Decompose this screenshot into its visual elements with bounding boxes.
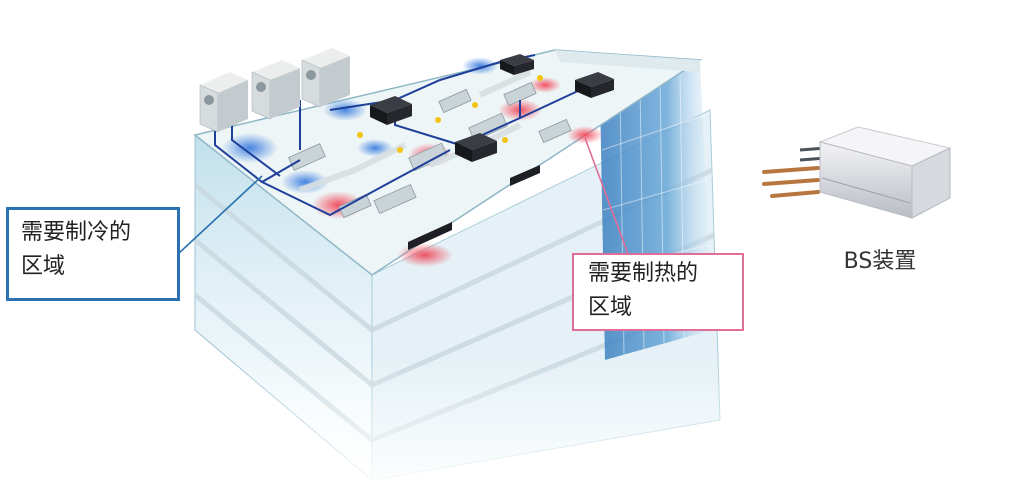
- heating-callout-line2: 区域: [588, 295, 633, 320]
- cooling-callout-line2: 区域: [21, 254, 66, 279]
- cooling-leader-line: [177, 175, 263, 255]
- cooling-zone-callout: 需要制冷的 区域: [6, 207, 180, 301]
- indoor-units: [288, 81, 572, 219]
- front-edge-units: [408, 165, 540, 250]
- bs-unit-box-icon: [575, 72, 614, 98]
- outdoor-units: [199, 48, 350, 133]
- bs-unit-label: BS装置: [843, 249, 917, 274]
- outdoor-unit-icon: [251, 60, 300, 120]
- cooling-zones: [222, 57, 498, 194]
- heating-callout-line1: 需要制热的: [588, 261, 699, 286]
- bs-unit-box-icon: [370, 96, 412, 125]
- outdoor-unit-icon: [199, 72, 248, 133]
- bs-unit-box-icon: [500, 54, 534, 75]
- bs-unit-box-icon: [455, 133, 497, 162]
- outdoor-unit-icon: [301, 48, 350, 108]
- heating-zone-callout: 需要制热的 区域: [572, 253, 744, 331]
- pipe-joints: [357, 75, 543, 153]
- cooling-callout-line1: 需要制冷的: [21, 220, 132, 245]
- copper-pipe-icon: [762, 166, 820, 198]
- heating-leader-line: [584, 137, 629, 255]
- bs-unit-illustration: [762, 126, 952, 219]
- bs-boxes-in-building: [370, 54, 614, 162]
